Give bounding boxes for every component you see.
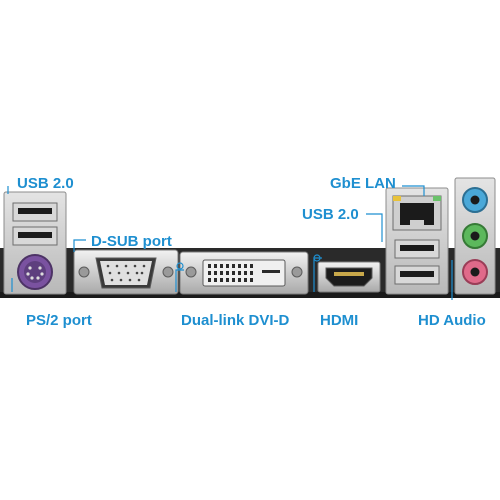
leader-dvi [175, 269, 184, 292]
usb-port-right-1 [394, 239, 440, 259]
dsub-port [73, 249, 179, 295]
audio-jack-line-in [462, 187, 488, 213]
left-io-stack [3, 191, 67, 295]
leader-lines [7, 185, 453, 300]
dvi-port [179, 251, 309, 295]
leader-gbe-lan [402, 185, 425, 196]
label-ps2-port: PS/2 port [26, 312, 92, 329]
hdmi-port [317, 261, 381, 293]
lan-port [392, 195, 442, 231]
audio-jack-line-out [462, 223, 488, 249]
label-usb20-left: USB 2.0 [17, 175, 74, 192]
usb-port-left-2 [12, 226, 58, 246]
leader-usb-right [366, 213, 383, 242]
leader-dsub [73, 239, 86, 252]
label-hd-audio: HD Audio [418, 312, 486, 329]
label-gbe-lan: GbE LAN [330, 175, 396, 192]
usb-port-left-1 [12, 202, 58, 222]
label-usb20-right: USB 2.0 [302, 206, 359, 223]
ps2-port [17, 254, 53, 290]
usb-port-right-2 [394, 265, 440, 285]
audio-stack [454, 177, 496, 295]
pcb-lower [0, 292, 500, 298]
label-hdmi: HDMI [320, 312, 359, 329]
leader-markers [176, 254, 321, 270]
label-dual-link-dvi-d: Dual-link DVI-D [181, 312, 290, 329]
audio-jack-mic [462, 259, 488, 285]
label-dsub-port: D-SUB port [91, 233, 172, 250]
right-io-stack [385, 187, 449, 295]
